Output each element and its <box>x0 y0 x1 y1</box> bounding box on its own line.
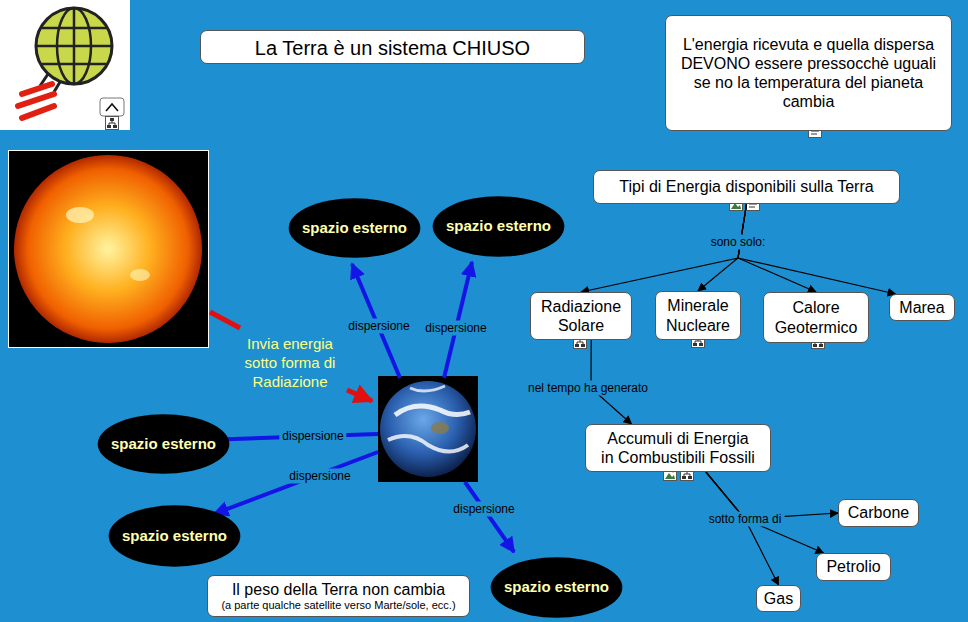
arrow-label: dispersione <box>450 502 517 517</box>
node-text: spazio esterno <box>111 435 216 454</box>
connector <box>706 472 824 553</box>
concept-box: Minerale Nucleare <box>655 291 741 340</box>
arrow-label: dispersione <box>286 469 353 484</box>
oval-node: spazio esterno <box>108 505 241 567</box>
node-text: spazio esterno <box>122 527 227 546</box>
node-text: Marea <box>899 298 944 317</box>
concept-box: Petrolio <box>816 553 891 581</box>
arrow-label: dispersione <box>279 429 346 444</box>
concept-box: Il peso della Terra non cambia(a parte q… <box>207 575 470 617</box>
node-text: Petrolio <box>826 557 880 576</box>
node-text: spazio esterno <box>446 217 551 236</box>
node-text: Carbone <box>848 503 909 522</box>
concept-box: Calore Geotermico <box>763 292 869 343</box>
oval-node: spazio esterno <box>490 557 623 618</box>
node-text: (a parte qualche satellite verso Marte/s… <box>221 599 455 612</box>
callout-text: Invia energia sotto forma di Radiazione <box>236 334 344 391</box>
concept-box: Gas <box>756 585 801 612</box>
node-text: Minerale Nucleare <box>662 296 734 334</box>
concept-box: Radiazione Solare <box>530 292 632 340</box>
oval-fill <box>491 557 623 617</box>
concept-box: Accumuli di Energia in Combustibili Foss… <box>585 424 771 472</box>
arrow-label: dispersione <box>422 321 489 336</box>
node-text: Tipi di Energia disponibili sulla Terra <box>619 177 873 196</box>
connector <box>706 472 779 585</box>
edge-label: sono solo: <box>708 235 769 250</box>
node-text: spazio esterno <box>504 578 609 597</box>
oval-node: spazio esterno <box>432 196 565 257</box>
title-box: La Terra è un sistema CHIUSO <box>200 30 585 64</box>
oval-fill <box>98 414 230 473</box>
oval-node: spazio esterno <box>97 414 230 474</box>
oval-fill <box>289 198 421 257</box>
node-text: spazio esterno <box>302 219 407 238</box>
node-text: Accumuli di Energia in Combustibili Foss… <box>600 429 756 467</box>
concept-box: Tipi di Energia disponibili sulla Terra <box>593 170 900 204</box>
node-text: L'energia ricevuta e quella dispersa DEV… <box>672 35 945 112</box>
edge-label: nel tempo ha generato <box>525 381 651 396</box>
node-text: Radiazione Solare <box>537 297 625 335</box>
edge-label: sotto forma di <box>706 512 785 527</box>
oval-fill <box>433 196 565 256</box>
concept-box: Marea <box>889 294 955 321</box>
node-text: Gas <box>764 589 793 608</box>
oval-node: spazio esterno <box>288 198 421 258</box>
oval-fill <box>109 505 241 566</box>
arrow-label: dispersione <box>345 319 412 334</box>
concept-box: Carbone <box>838 499 919 527</box>
concept-box: L'energia ricevuta e quella dispersa DEV… <box>665 15 952 131</box>
node-text: Il peso della Terra non cambia <box>232 580 445 599</box>
node-text: Calore Geotermico <box>770 298 862 336</box>
